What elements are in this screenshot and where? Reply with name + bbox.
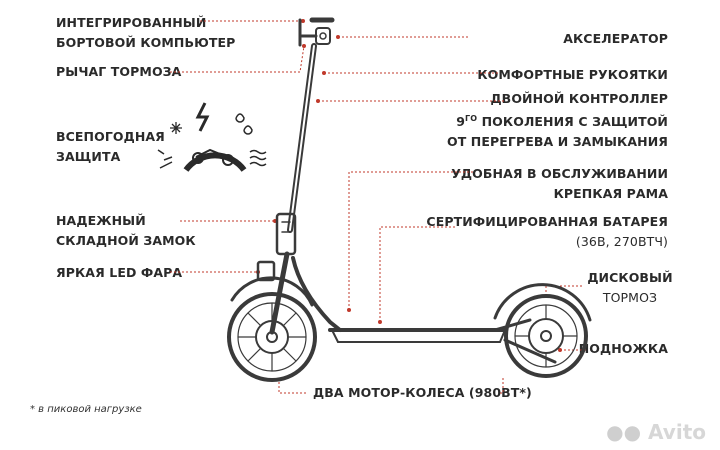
snowflake-icon: [170, 122, 182, 134]
drop-icon: [235, 113, 245, 123]
label-computer: ИНТЕГРИРОВАННЫЙ БОРТОВОЙ КОМПЬЮТЕР: [56, 15, 236, 50]
label-led: ЯРКАЯ LED ФАРА: [56, 265, 183, 280]
footnote: * в пиковой нагрузке: [30, 404, 142, 415]
label-controller: ДВОЙНОЙ КОНТРОЛЛЕР 9ГО ПОКОЛЕНИЯ С ЗАЩИТ…: [446, 91, 668, 150]
leader-dots: [256, 19, 562, 352]
weather-protection-icon: [157, 102, 267, 172]
avito-logo-icon: ●●: [606, 420, 642, 444]
arc-shield-icon: [183, 152, 247, 172]
label-kickstand: ПОДНОЖКА: [578, 341, 668, 356]
label-motors: ДВА МОТОР-КОЛЕСА (980ВТ*): [313, 385, 532, 400]
scooter-illustration: [227, 17, 592, 382]
label-disc-brake: ДИСКОВЫЙ ТОРМОЗ: [587, 270, 673, 305]
label-accelerator: АКСЕЛЕРАТОР: [563, 31, 668, 46]
label-brake-lever: РЫЧАГ ТОРМОЗА: [56, 64, 182, 79]
lightning-icon: [195, 102, 210, 132]
dust-icon: [157, 149, 173, 169]
label-grips: КОМФОРТНЫЕ РУКОЯТКИ: [477, 67, 668, 82]
leader-lines: [170, 20, 586, 394]
label-lock: НАДЕЖНЫЙ СКЛАДНОЙ ЗАМОК: [56, 213, 196, 248]
label-battery: СЕРТИФИЦИРОВАННАЯ БАТАРЕЯ (36В, 270ВТЧ): [426, 214, 668, 249]
label-frame: УДОБНАЯ В ОБСЛУЖИВАНИИ КРЕПКАЯ РАМА: [451, 166, 668, 201]
avito-watermark: ●● Avito: [606, 420, 706, 444]
label-weather: ВСЕПОГОДНАЯ ЗАЩИТА: [56, 129, 165, 164]
drop-icon: [243, 125, 253, 135]
wind-icon: [249, 149, 267, 167]
